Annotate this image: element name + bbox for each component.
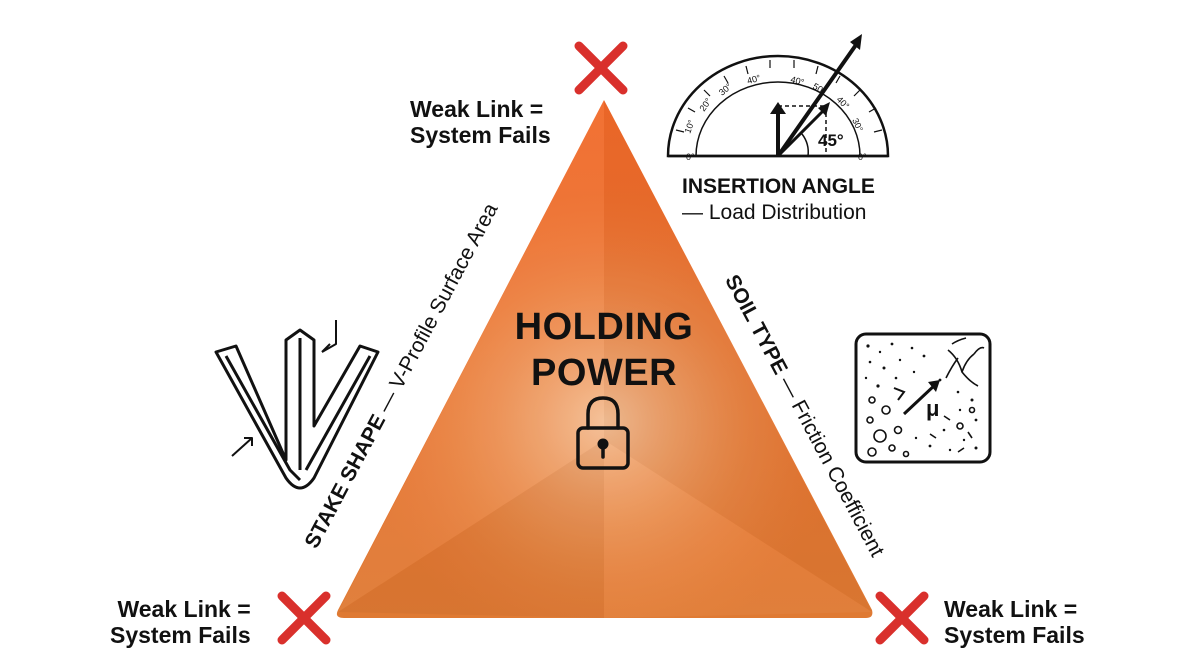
tick-label: 40°	[746, 73, 762, 86]
center-title: HOLDING POWER	[484, 304, 724, 396]
protractor-icon	[666, 34, 890, 158]
insertion-angle-subtitle: — Load Distribution	[682, 201, 867, 224]
weak-link-line1: Weak Link =	[944, 596, 1078, 622]
weak-link-label-top: Weak Link = System Fails	[410, 96, 551, 148]
weak-link-line1: Weak Link =	[410, 96, 544, 122]
center-title-line2: POWER	[530, 352, 678, 394]
cross-icon	[875, 591, 929, 645]
insertion-angle-title: INSERTION ANGLE	[682, 175, 875, 198]
friction-symbol: μ	[926, 396, 939, 421]
v-stake-icon	[214, 320, 380, 490]
weak-link-label-right: Weak Link = System Fails	[944, 596, 1085, 648]
weak-link-line2: System Fails	[110, 622, 251, 648]
weak-link-line1: Weak Link =	[117, 596, 251, 622]
center-title-line1: HOLDING	[514, 306, 694, 348]
weak-link-line2: System Fails	[944, 622, 1085, 648]
tick-label: 0°	[858, 152, 867, 162]
angle-label: 45°	[818, 131, 844, 150]
holding-power-triangle	[336, 100, 873, 618]
soil-texture-icon: μ	[854, 332, 992, 464]
tick-label: 10°	[682, 118, 696, 135]
cross-icon	[574, 41, 628, 95]
weak-link-line2: System Fails	[410, 122, 551, 148]
tick-label: 0°	[686, 152, 695, 162]
tick-label: 40°	[789, 74, 805, 87]
weak-link-label-left: Weak Link = System Fails	[110, 596, 251, 648]
cross-icon	[277, 591, 331, 645]
insertion-angle-label: INSERTION ANGLE — Load Distribution	[682, 174, 875, 226]
lock-icon	[576, 396, 630, 470]
